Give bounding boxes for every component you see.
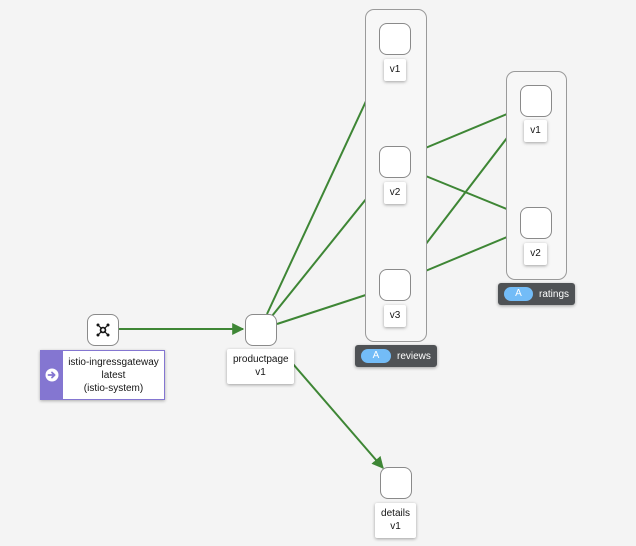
reviews-v1-node[interactable] <box>379 23 411 55</box>
reviews-v1-label: v1 <box>384 59 406 81</box>
ratings-app-badge: A <box>504 287 533 301</box>
productpage-name: productpage <box>233 354 289 365</box>
ratings-v1-label: v1 <box>524 120 547 142</box>
ingress-gateway-strip <box>41 351 63 399</box>
details-node[interactable] <box>380 467 412 499</box>
ratings-v2-node[interactable] <box>520 207 552 239</box>
reviews-v3-node[interactable] <box>379 269 411 301</box>
reviews-app-label[interactable]: A reviews <box>355 345 437 367</box>
reviews-v1-version: v1 <box>389 64 401 75</box>
reviews-v2-label: v2 <box>384 182 406 204</box>
details-version: v1 <box>390 521 401 532</box>
ingress-gateway-icon <box>96 323 110 337</box>
ratings-v2-label: v2 <box>524 243 547 265</box>
ratings-app-name: ratings <box>538 288 569 300</box>
reviews-v3-label: v3 <box>384 305 406 327</box>
reviews-v3-version: v3 <box>389 310 401 321</box>
circle-arrow-right-icon <box>45 368 59 382</box>
edge-reviews-v2-ratings-v1[interactable] <box>410 107 521 155</box>
reviews-app-name: reviews <box>397 350 431 362</box>
ratings-app-label[interactable]: A ratings <box>498 283 575 305</box>
productpage-node[interactable] <box>245 314 277 346</box>
productpage-label: productpage v1 <box>227 349 294 384</box>
ingress-gateway-version: latest <box>101 369 126 381</box>
edge-productpage-details[interactable] <box>292 363 384 469</box>
edge-productpage-reviews-v2[interactable] <box>271 177 384 317</box>
edge-productpage-reviews-v3[interactable] <box>276 288 380 325</box>
ratings-v1-node[interactable] <box>520 85 552 117</box>
productpage-version: v1 <box>255 367 266 378</box>
edge-reviews-v3-ratings-v2[interactable] <box>410 230 521 278</box>
details-label: details v1 <box>375 503 416 538</box>
ingress-gateway-label: istio-ingressgateway latest (istio-syste… <box>40 350 165 400</box>
reviews-app-badge: A <box>361 349 391 363</box>
details-name: details <box>381 508 410 519</box>
ingress-gateway-text: istio-ingressgateway latest (istio-syste… <box>63 351 164 399</box>
ingress-gateway-node[interactable] <box>87 314 119 346</box>
ingress-gateway-namespace: (istio-system) <box>83 382 144 394</box>
ratings-v2-version: v2 <box>530 248 541 259</box>
reviews-v2-node[interactable] <box>379 146 411 178</box>
ratings-v1-version: v1 <box>530 125 541 136</box>
ingress-gateway-name: istio-ingressgateway <box>68 356 159 368</box>
reviews-v2-version: v2 <box>389 187 401 198</box>
